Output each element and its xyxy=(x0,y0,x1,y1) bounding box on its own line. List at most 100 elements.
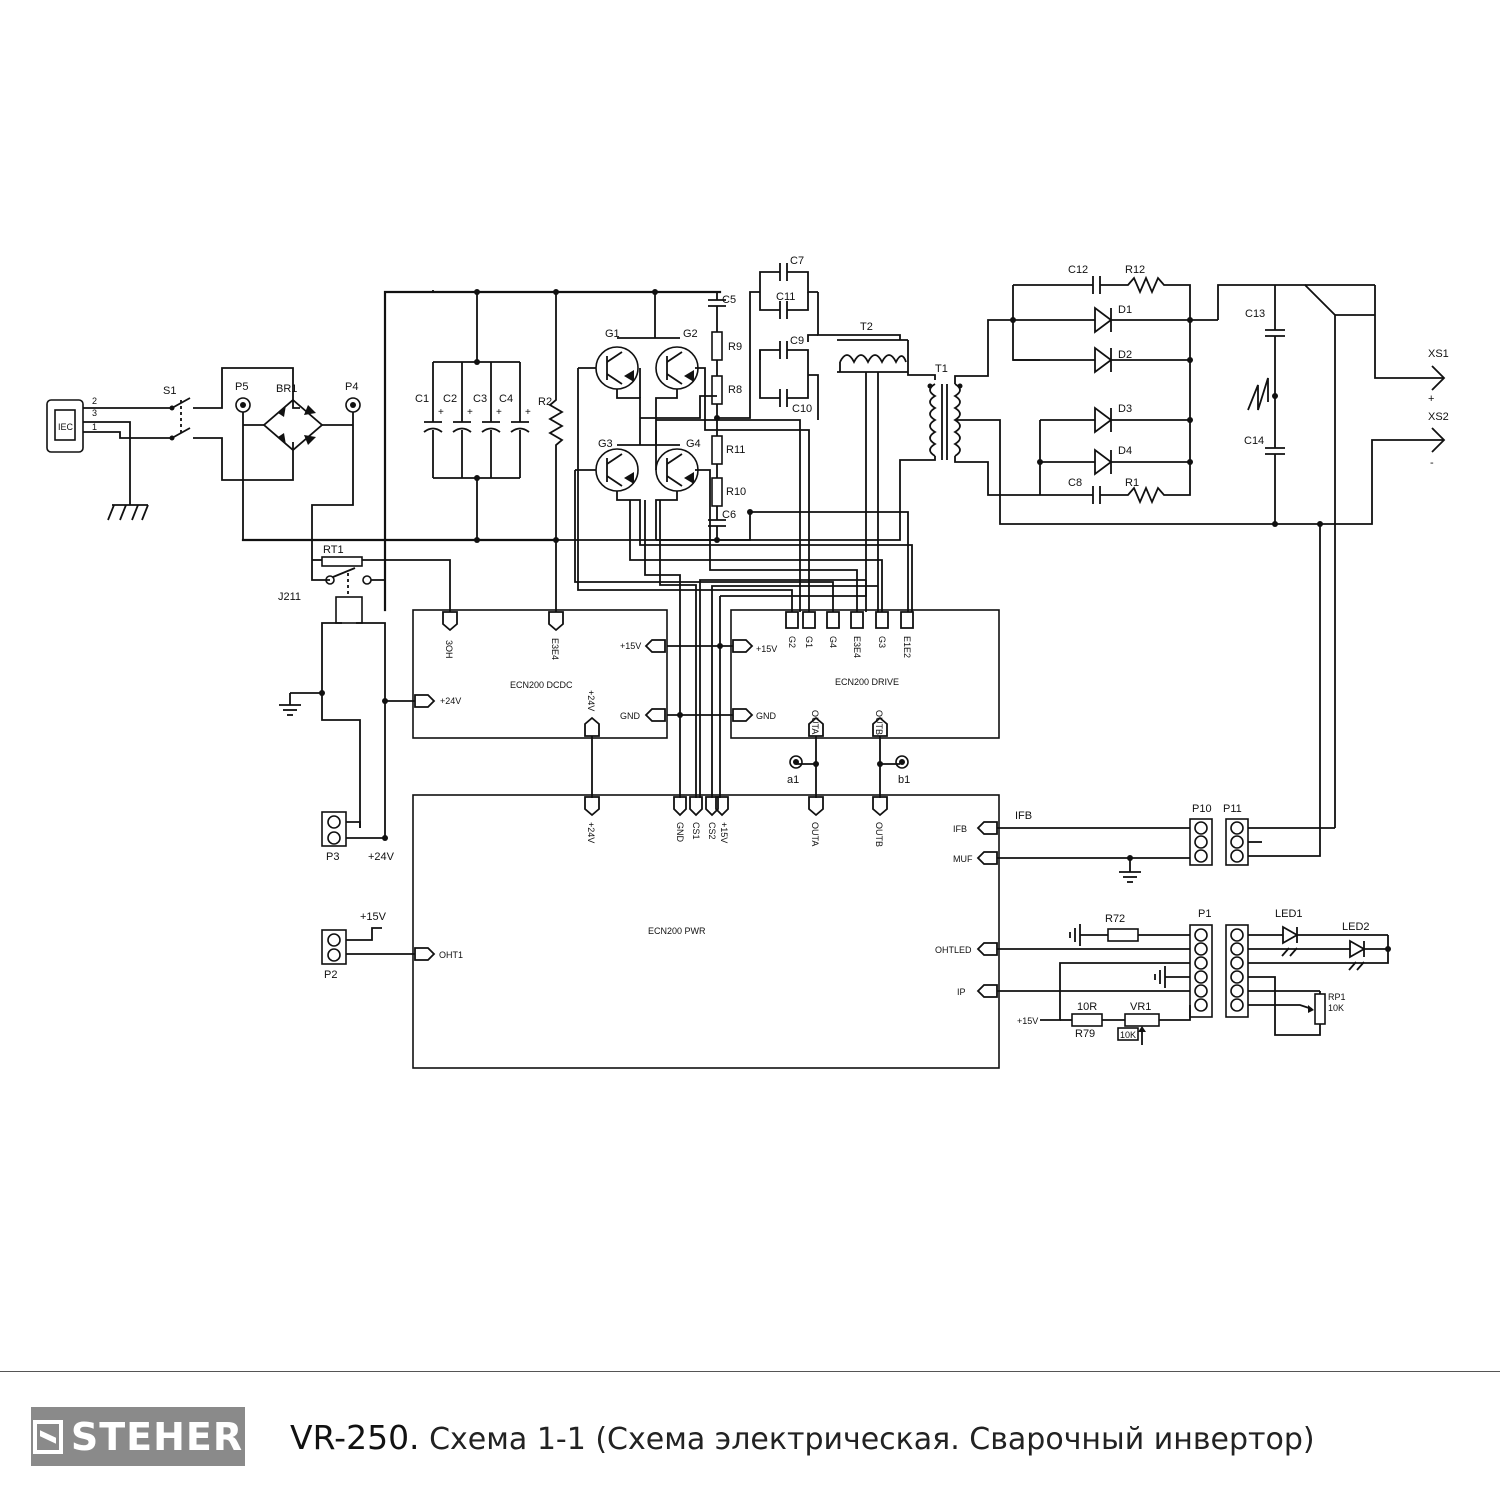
connector-p3: P3 +24V xyxy=(321,811,395,863)
steher-mark-icon xyxy=(32,1419,63,1454)
a1-label: a1 xyxy=(787,774,799,786)
svg-text:+: + xyxy=(525,407,531,418)
svg-text:+: + xyxy=(467,407,473,418)
module-pwr: ECN200 PWR +24V GND CS1 CS2 +15V OUTA OU… xyxy=(412,794,1000,1069)
g1-label: G1 xyxy=(605,328,620,340)
g4-label: G4 xyxy=(686,438,701,450)
xs2-label: XS2 xyxy=(1428,411,1449,423)
r2-label: R2 xyxy=(538,396,552,408)
pwr-pin-gnd: GND xyxy=(675,822,685,843)
r8-label: R8 xyxy=(728,384,742,396)
c2-label: C2 xyxy=(443,393,457,405)
steher-logo: STEHER xyxy=(31,1407,245,1466)
dcdc-pin-gnd: GND xyxy=(620,711,641,721)
svg-text:+: + xyxy=(496,407,502,418)
dcdc-pin-24v-bottom: +24V xyxy=(586,690,596,711)
r1-label: R1 xyxy=(1125,477,1139,489)
s1-label: S1 xyxy=(163,385,176,397)
dcdc-pin-e3e4: E3E4 xyxy=(550,638,560,660)
brand-name: STEHER xyxy=(70,1414,244,1459)
module-drive: ECN200 DRIVE +15V GND G2 G1 G4 E3E4 G3 E… xyxy=(730,609,1000,739)
plus-label: + xyxy=(1428,393,1434,405)
igbt-g3: G3 xyxy=(575,438,639,492)
front-panel-connector-p1: P1 R72 xyxy=(997,908,1249,1045)
ground-icon xyxy=(1119,871,1141,883)
model-name: VR-250. xyxy=(290,1418,420,1457)
p3-label: P3 xyxy=(326,851,339,863)
pwr-pin-15v: +15V xyxy=(719,822,729,843)
pin-label: 1 xyxy=(92,422,97,432)
t1-label: T1 xyxy=(935,363,948,375)
circuit-schematic: IEC 2 3 1 S1 BR1 P xyxy=(46,255,1449,1069)
pwr-title: ECN200 PWR xyxy=(648,926,706,936)
c3-label: C3 xyxy=(473,393,487,405)
gate-drive-wiring xyxy=(574,367,913,798)
drive-pin-gnd: GND xyxy=(756,711,777,721)
bridge-rectifier-br1: BR1 xyxy=(243,383,353,452)
terminal-p4: P4 xyxy=(311,381,361,560)
drive-pin-outa: OUTA xyxy=(810,710,820,734)
pwr-pin-ip: IP xyxy=(957,987,966,997)
drive-pin-e1e2: E1E2 xyxy=(902,636,912,658)
ground-icon xyxy=(1154,966,1166,988)
j211-label: J211 xyxy=(278,591,301,603)
pwr-pin-ifb: IFB xyxy=(953,824,967,834)
ground-icon xyxy=(1069,924,1081,946)
c1-label: C1 xyxy=(415,393,429,405)
rp1-label: RP1 xyxy=(1328,992,1346,1002)
test-point-a1: a1 xyxy=(787,736,819,798)
d3-label: D3 xyxy=(1118,403,1132,415)
svg-text:IEC: IEC xyxy=(58,422,74,432)
output-terminal-xs2: XS2 - xyxy=(1428,411,1449,469)
vr1-value: 10K xyxy=(1120,1030,1136,1040)
pin-label: 2 xyxy=(92,396,97,406)
dcdc-pin-24v-left: +24V xyxy=(440,696,461,706)
mains-inlet: IEC 2 3 1 xyxy=(46,396,170,521)
p3-24v-label: +24V xyxy=(368,851,395,863)
pwr-pin-24v: +24V xyxy=(586,822,596,843)
pwr-pin-cs2: CS2 xyxy=(707,822,717,840)
p5-label: P5 xyxy=(235,381,248,393)
switch-s1: S1 xyxy=(163,367,300,481)
pwr-pin-outb: OUTB xyxy=(874,822,884,847)
igbt-g4: G4 xyxy=(655,438,701,492)
c6-label: C6 xyxy=(722,509,736,521)
r72-label: R72 xyxy=(1105,913,1125,925)
c12-label: C12 xyxy=(1068,264,1088,276)
t2-label: T2 xyxy=(860,321,873,333)
r79-value: 10R xyxy=(1077,1001,1097,1013)
pwr-pin-cs1: CS1 xyxy=(691,822,701,840)
dcdc-pin-15v: +15V xyxy=(620,641,641,651)
c14-label: C14 xyxy=(1244,435,1264,447)
connector-p2: P2 +15V xyxy=(321,911,415,981)
pwr-pin-ohtled: OHTLED xyxy=(935,945,972,955)
minus-label: - xyxy=(1430,457,1434,469)
drive-pin-g4: G4 xyxy=(828,636,838,648)
d1-label: D1 xyxy=(1118,304,1132,316)
d4-label: D4 xyxy=(1118,445,1132,457)
c4-label: C4 xyxy=(499,393,513,405)
earth-ground-icon xyxy=(107,504,149,521)
r12-label: R12 xyxy=(1125,264,1145,276)
r11-label: R11 xyxy=(726,444,745,456)
c5-label: C5 xyxy=(722,294,736,306)
r79-label: R79 xyxy=(1075,1028,1095,1040)
relay-j211: J211 xyxy=(278,591,386,840)
led-indicators: LED1 LED2 xyxy=(1248,908,1391,971)
drive-pin-g1: G1 xyxy=(804,636,814,648)
b1-label: b1 xyxy=(898,774,910,786)
diagram-caption: VR-250. Схема 1-1 (Схема электрическая. … xyxy=(290,1418,1315,1457)
p2-15v-label: +15V xyxy=(360,911,387,923)
p11-label: P11 xyxy=(1223,803,1242,815)
module-dcdc: ECN200 DCDC 3OH E3E4 +15V GND +24V +24V xyxy=(382,609,668,739)
c11-label: C11 xyxy=(776,291,795,303)
igbt-bridge: G1 G2 G3 G4 xyxy=(575,289,801,612)
dcdc-pin-oh: 3OH xyxy=(444,640,454,659)
output-stage: C13 C14 XS1 + XS2 - xyxy=(1217,284,1449,855)
igbt-g1: G1 xyxy=(578,328,639,390)
pwr-pin-oht1: OHT1 xyxy=(439,950,463,960)
drive-pin-outb: OUTB xyxy=(874,710,884,735)
drive-pin-g2: G2 xyxy=(787,636,797,648)
output-terminal-xs1: XS1 + xyxy=(1428,348,1449,405)
pwr-pin-outa: OUTA xyxy=(810,822,820,846)
